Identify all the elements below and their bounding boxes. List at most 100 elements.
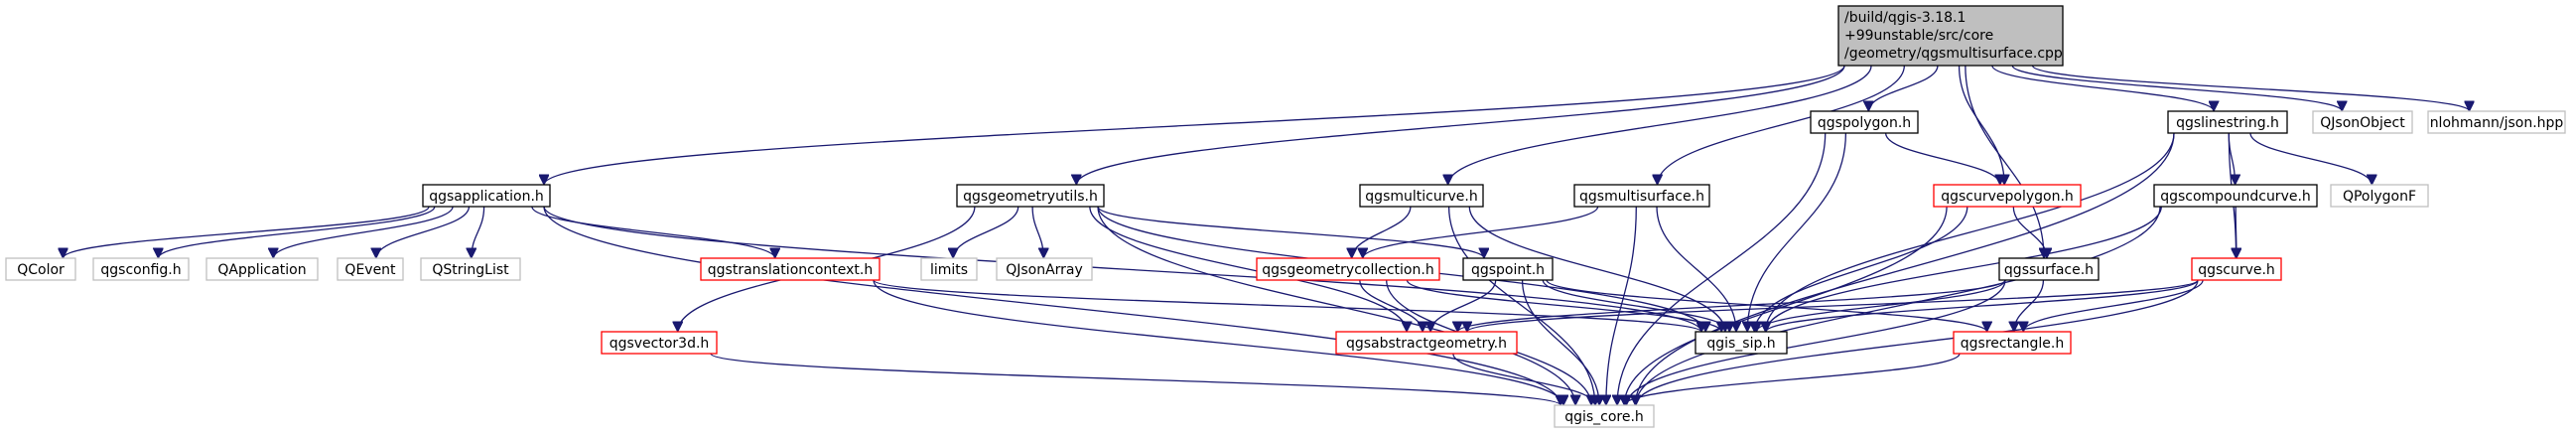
node-box-nlohmann: [2427, 110, 2566, 134]
edge-qgscurve-to-qgis_core: [1636, 279, 2199, 406]
node-label-qgsgeometryutils: qgsgeometryutils.h: [963, 189, 1098, 205]
node-box-qgscompoundcurve: [2153, 184, 2318, 208]
node-box-qgstranslationcontext: [700, 257, 881, 281]
node-label-qgspolygon: qgspolygon.h: [1818, 115, 1911, 131]
edge-qgscurve-to-qgsabstractgeometry: [1467, 279, 2199, 333]
edge-qgsgeometryutils-to-limits: [953, 206, 1019, 259]
node-qgslinestring[interactable]: qgslinestring.h: [2167, 110, 2288, 134]
node-box-qgsmulticurve: [1359, 184, 1484, 208]
edge-qgsmultisurface-to-qgsgeometrycollection: [1363, 206, 1599, 259]
node-label-root: +99unstable/src/core: [1844, 28, 1993, 44]
edge-qgstranslationcontext-to-qgis_core: [873, 279, 1563, 406]
node-box-qjsonarray: [996, 257, 1093, 281]
node-qgsapplication[interactable]: qgsapplication.h: [422, 184, 551, 208]
node-box-qgsapplication: [422, 184, 551, 208]
node-qgsmultisurface[interactable]: qgsmultisurface.h: [1573, 184, 1710, 208]
node-label-qgslinestring: qgslinestring.h: [2176, 115, 2279, 131]
node-label-qgscurve: qgscurve.h: [2198, 262, 2275, 278]
edge-qgsrectangle-to-qgis_core: [1625, 353, 1961, 406]
node-label-qgssurface: qgssurface.h: [2004, 262, 2094, 278]
edge-root-to-qgsmulticurve: [1448, 65, 1872, 186]
node-qgsrectangle[interactable]: qgsrectangle.h: [1953, 331, 2072, 355]
node-box-qgis_core: [1554, 404, 1655, 428]
edge-root-to-qgspolygon: [1868, 65, 1939, 112]
edge-root-to-qgslinestring: [1991, 65, 2214, 112]
node-box-qgsgeometrycollection: [1256, 257, 1440, 281]
node-box-qgspoint: [1462, 257, 1554, 281]
node-qgsvector3d[interactable]: qgsvector3d.h: [601, 331, 718, 355]
node-box-qpolygonf: [2330, 184, 2429, 208]
edge-qgsapplication-to-qgis_core: [543, 206, 1560, 405]
edge-qgsapplication-to-qgstranslationcontext: [531, 206, 775, 259]
node-label-qgis_core: qgis_core.h: [1564, 409, 1644, 425]
node-label-qstringlist: QStringList: [432, 262, 509, 278]
node-qgscurve[interactable]: qgscurve.h: [2191, 257, 2282, 281]
edge-qgsabstractgeometry-to-qgis_core: [1452, 353, 1595, 406]
node-qgssurface[interactable]: qgssurface.h: [1998, 257, 2100, 281]
node-box-qgsconfig: [92, 257, 190, 281]
node-label-qcolor: QColor: [17, 262, 65, 278]
node-box-qgspolygon: [1810, 110, 1919, 134]
node-box-qgsgeometryutils: [956, 184, 1105, 208]
node-box-qcolor: [5, 257, 76, 281]
node-qgspoint[interactable]: qgspoint.h: [1462, 257, 1554, 281]
node-label-root: /build/qgis-3.18.1: [1844, 10, 1966, 26]
edge-qgscompoundcurve-to-qgis_sip: [1766, 206, 2162, 332]
edge-qgspolygon-to-qgis_sip: [1747, 132, 1847, 332]
node-label-qevent: QEvent: [344, 262, 396, 278]
node-qgscompoundcurve[interactable]: qgscompoundcurve.h: [2153, 184, 2318, 208]
edge-qgsmultisurface-to-qgis_sip: [1656, 206, 1736, 332]
node-qgsgeometrycollection[interactable]: qgsgeometrycollection.h: [1256, 257, 1440, 281]
node-box-qstringlist: [420, 257, 521, 281]
node-box-qevent: [337, 257, 404, 281]
edge-qgspolygon-to-qgscurvepolygon: [1884, 132, 2000, 186]
node-label-qgsgeometrycollection: qgsgeometrycollection.h: [1262, 262, 1433, 278]
node-label-qgsmultisurface: qgsmultisurface.h: [1579, 189, 1704, 205]
edge-qgsapplication-to-qgis_sip: [543, 206, 1701, 333]
node-label-root: /geometry/qgsmultisurface.cpp: [1844, 46, 2063, 62]
node-qgscurvepolygon[interactable]: qgscurvepolygon.h: [1933, 184, 2082, 208]
node-qgsgeometryutils[interactable]: qgsgeometryutils.h: [956, 184, 1105, 208]
node-label-qgsconfig: qgsconfig.h: [100, 262, 181, 278]
node-box-qgscurvepolygon: [1933, 184, 2082, 208]
edge-qgsmultisurface-to-qgis_core: [1606, 206, 1637, 405]
node-box-qgscurve: [2191, 257, 2282, 281]
node-qgis_core: qgis_core.h: [1554, 404, 1655, 428]
edge-qgsgeometryutils-to-qjsonarray: [1031, 206, 1043, 258]
edge-qgspoint-to-qgsrectangle: [1546, 279, 1987, 333]
node-qgspolygon[interactable]: qgspolygon.h: [1810, 110, 1919, 134]
node-label-qgsabstractgeometry: qgsabstractgeometry.h: [1346, 336, 1507, 352]
edge-qgsgeometrycollection-to-qgsabstractgeometry: [1359, 279, 1423, 333]
node-qgstranslationcontext[interactable]: qgstranslationcontext.h: [700, 257, 881, 281]
node-label-qpolygonf: QPolygonF: [2343, 189, 2416, 205]
node-box-qgsabstractgeometry: [1335, 331, 1518, 355]
edge-qgspoint-to-qgis_core: [1521, 279, 1600, 405]
nodes-layer: /build/qgis-3.18.1 +99unstable/src/core/g…: [5, 5, 2566, 428]
node-box-qjsonobject: [2312, 110, 2413, 134]
node-label-nlohmann: nlohmann/json.hpp: [2430, 115, 2564, 131]
edge-qgslinestring-to-qgis_core: [1635, 132, 2175, 405]
edge-qgspolygon-to-qgis_core: [1617, 132, 1827, 405]
node-qgsabstractgeometry[interactable]: qgsabstractgeometry.h: [1335, 331, 1518, 355]
edge-qgsmulticurve-to-qgsgeometrycollection: [1352, 206, 1412, 259]
node-label-qgscurvepolygon: qgscurvepolygon.h: [1941, 189, 2074, 205]
edge-qgscurve-to-qgsrectangle: [2023, 279, 2204, 333]
edge-qgscurve-to-qgis_sip: [1766, 279, 2199, 333]
edge-root-to-qgssurface: [1965, 65, 2044, 258]
node-box-qgis_sip: [1695, 331, 1788, 355]
node-root: /build/qgis-3.18.1 +99unstable/src/core/g…: [1837, 5, 2064, 67]
node-label-qgsapplication: qgsapplication.h: [429, 189, 544, 205]
node-limits: limits: [920, 257, 978, 281]
node-qstringlist: QStringList: [420, 257, 521, 281]
node-box-limits: [920, 257, 978, 281]
node-qgis_sip[interactable]: qgis_sip.h: [1695, 331, 1788, 355]
edges-layer: [63, 65, 2469, 406]
node-qgsmulticurve[interactable]: qgsmulticurve.h: [1359, 184, 1484, 208]
edge-qgsgeometryutils-to-qgspoint: [1097, 206, 1484, 259]
node-label-qgsmulticurve: qgsmulticurve.h: [1365, 189, 1477, 205]
node-box-qgsmultisurface: [1573, 184, 1710, 208]
edge-qgspoint-to-qgsabstractgeometry: [1430, 279, 1497, 333]
node-qjsonobject: QJsonObject: [2312, 110, 2413, 134]
node-qapplication: QApplication: [205, 257, 319, 281]
